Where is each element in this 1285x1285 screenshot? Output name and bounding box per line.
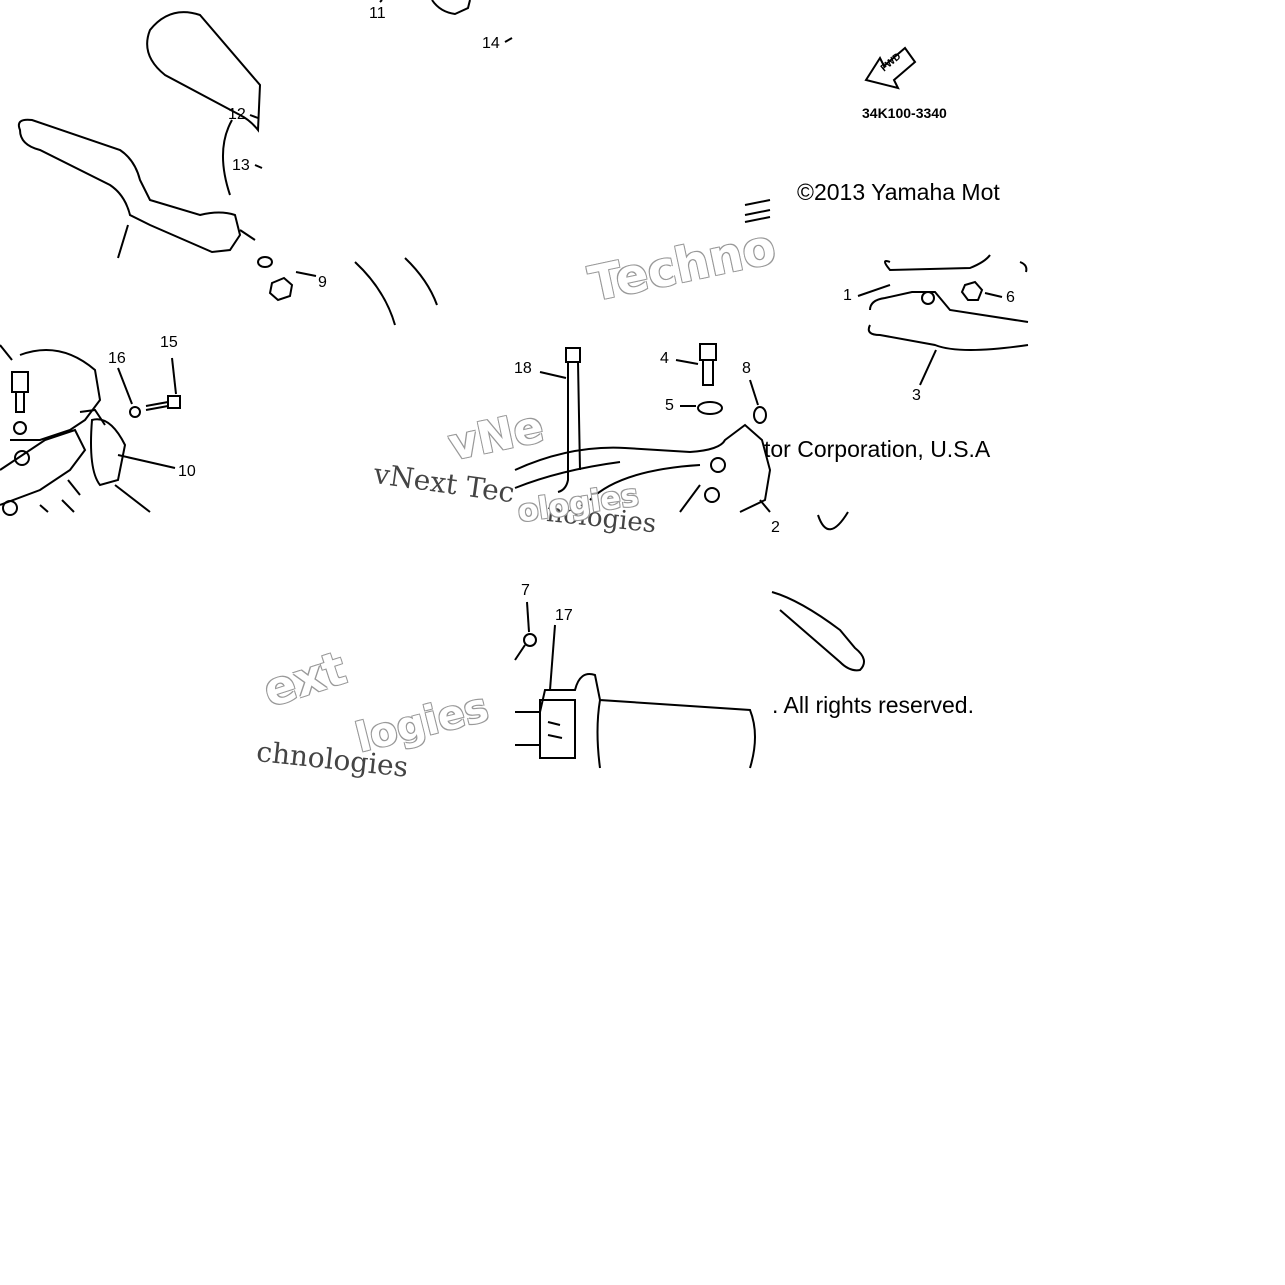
callout-2: 2: [771, 519, 780, 536]
right-lever-drawing: [858, 255, 1028, 385]
callout-16: 16: [108, 350, 126, 367]
callout-14: 14: [482, 35, 500, 52]
copyright-line-3: . All rights reserved.: [772, 692, 974, 718]
callout-10: 10: [178, 463, 196, 480]
copyright-line-1: ©2013 Yamaha Mot: [797, 179, 1000, 205]
washer-5: [680, 402, 722, 414]
callout-8: 8: [742, 360, 751, 377]
callout-11: 11: [369, 5, 386, 22]
fwd-arrow-drawing: [866, 48, 915, 88]
callout-1: 1: [843, 287, 852, 304]
callout-12: 12: [228, 106, 246, 123]
zip-tie-drawing: [540, 348, 580, 492]
right-grip-drawing: [515, 625, 755, 768]
left-lever-drawing: [19, 120, 240, 258]
callout-9: 9: [318, 274, 327, 291]
callout-5: 5: [665, 397, 674, 414]
bolt-7: [515, 602, 536, 660]
callout-4: 4: [660, 350, 669, 367]
callout-18: 18: [514, 360, 532, 377]
nut-6: [962, 282, 1002, 300]
callout-7: 7: [521, 582, 530, 599]
callout-13: 13: [232, 157, 250, 174]
part-code: 34K100-3340: [862, 105, 947, 121]
copyright-line-2: tor Corporation, U.S.A: [764, 436, 991, 462]
callout-17: 17: [555, 607, 573, 624]
bolt-4: [676, 344, 716, 385]
callout-6: 6: [1006, 289, 1015, 306]
bolt-15: [146, 358, 180, 410]
callout-3: 3: [912, 387, 921, 404]
callout-15: 15: [160, 334, 178, 351]
clamp-drawing: [0, 345, 175, 515]
perch-drawing: [515, 425, 770, 512]
left-grip-drawing: [147, 12, 260, 130]
nut-8: [750, 380, 766, 423]
